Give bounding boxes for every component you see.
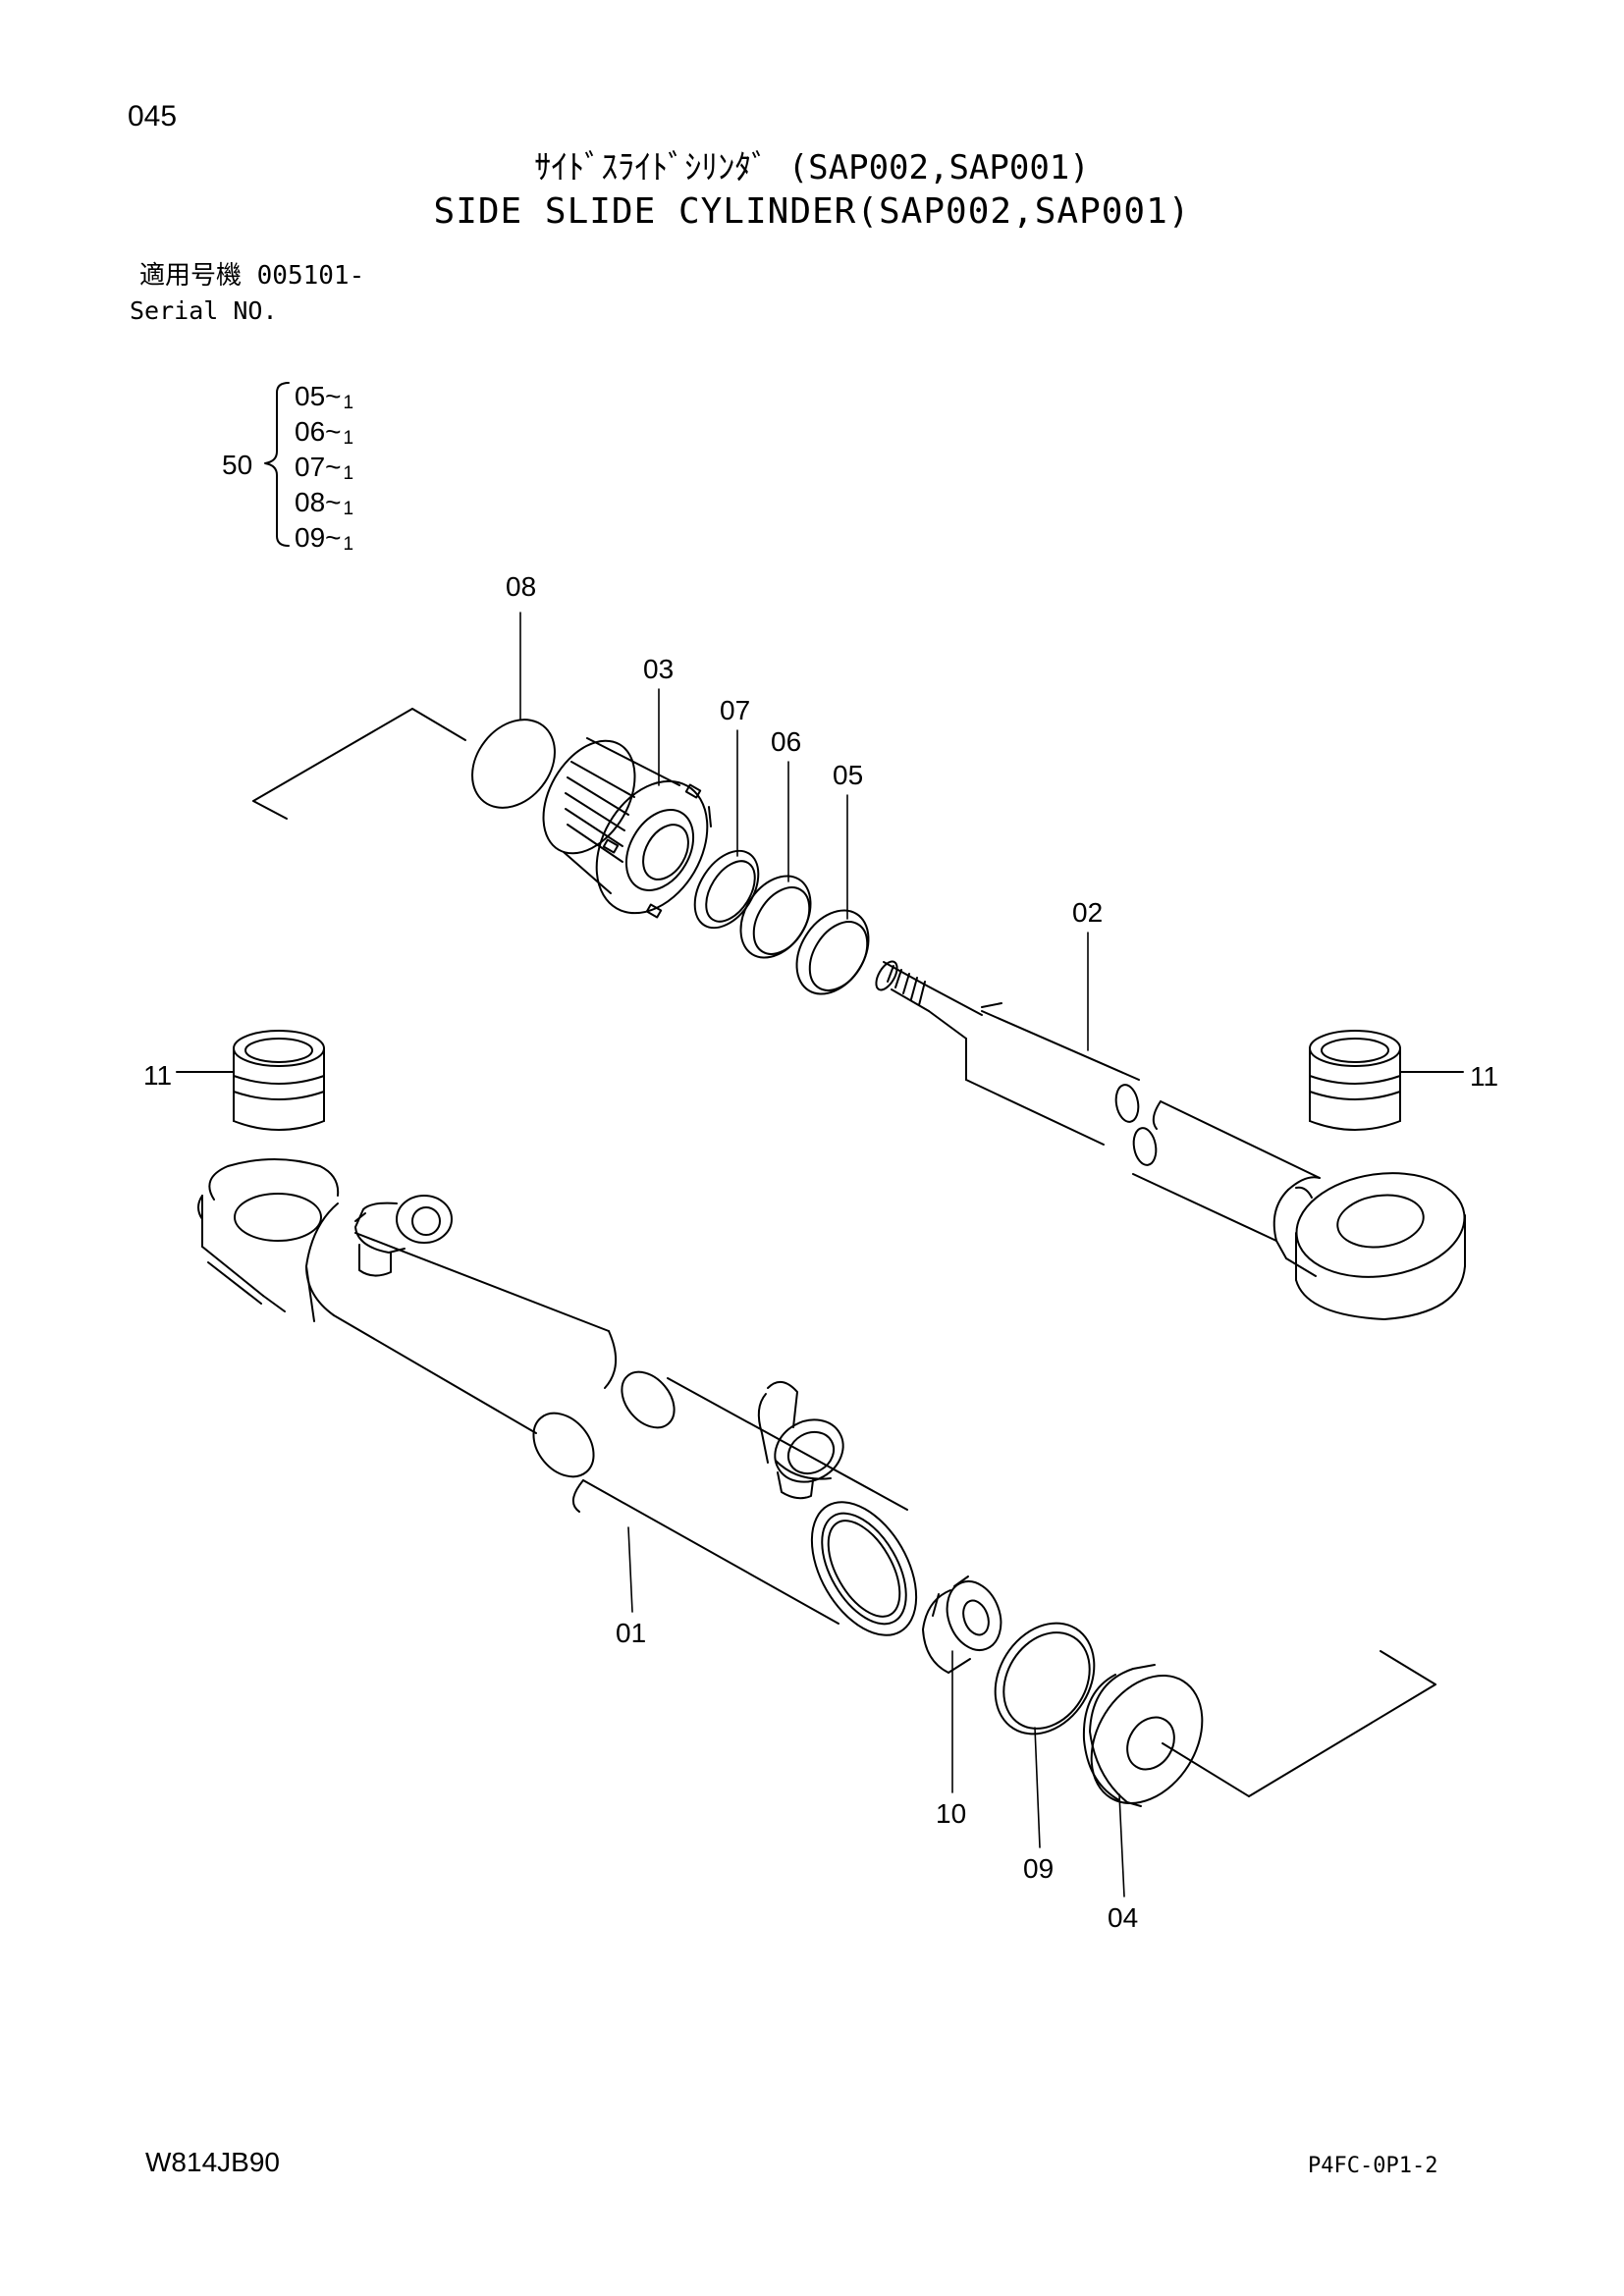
kit-brace: [265, 383, 289, 546]
callout-04: 04: [1108, 1902, 1139, 1933]
document-code: W814JB90: [145, 2147, 280, 2177]
kit-number: 50: [222, 450, 253, 480]
kit-item: 05~1: [295, 381, 354, 413]
part-10-nut: [923, 1574, 1010, 1673]
callout-08: 08: [506, 571, 537, 602]
callout-01: 01: [616, 1618, 647, 1648]
serial-label-japanese: 適用号機 005101-: [139, 261, 365, 291]
serial-label-english: Serial NO.: [130, 296, 278, 325]
kit-item: 07~1: [295, 452, 354, 484]
part-11-left-bushing: [177, 1031, 324, 1130]
part-06-ring: [727, 863, 825, 970]
callout-07: 07: [720, 695, 751, 725]
rod-side-break-line: [253, 709, 465, 819]
kit-item: 06~1: [295, 416, 354, 449]
callout-10: 10: [936, 1798, 967, 1829]
tube-side-break-line: [1163, 1651, 1435, 1796]
callout-03: 03: [643, 654, 675, 684]
title-japanese: ｻｲﾄﾞｽﾗｲﾄﾞｼﾘﾝﾀﾞ (SAP002,SAP001): [534, 148, 1090, 187]
part-09-ring: [975, 1605, 1114, 1753]
kit-item: 08~1: [295, 487, 354, 519]
callout-06: 06: [771, 726, 802, 757]
callout-11-left: 11: [143, 1060, 173, 1091]
callout-09: 09: [1023, 1853, 1055, 1884]
part-03-rod-cover: [524, 724, 730, 933]
part-08-disc: [456, 704, 572, 825]
part-01-cylinder-tube: [198, 1159, 938, 1653]
leader-lines: [520, 613, 1124, 1896]
page-number: 045: [128, 100, 178, 133]
sheet-code: P4FC-0P1-2: [1308, 2154, 1438, 2178]
part-11-right-bushing: [1310, 1031, 1463, 1130]
part-02-piston-rod: [872, 958, 1320, 1276]
kit-item: 09~1: [295, 522, 354, 555]
title-english: SIDE SLIDE CYLINDER(SAP002,SAP001): [433, 191, 1191, 232]
callout-11-right: 11: [1470, 1061, 1499, 1092]
part-04-piston: [1069, 1655, 1225, 1824]
rod-eye-right: [1290, 1163, 1472, 1319]
callout-02: 02: [1072, 897, 1104, 928]
part-05-ring: [782, 897, 883, 1007]
callout-05: 05: [833, 760, 864, 790]
